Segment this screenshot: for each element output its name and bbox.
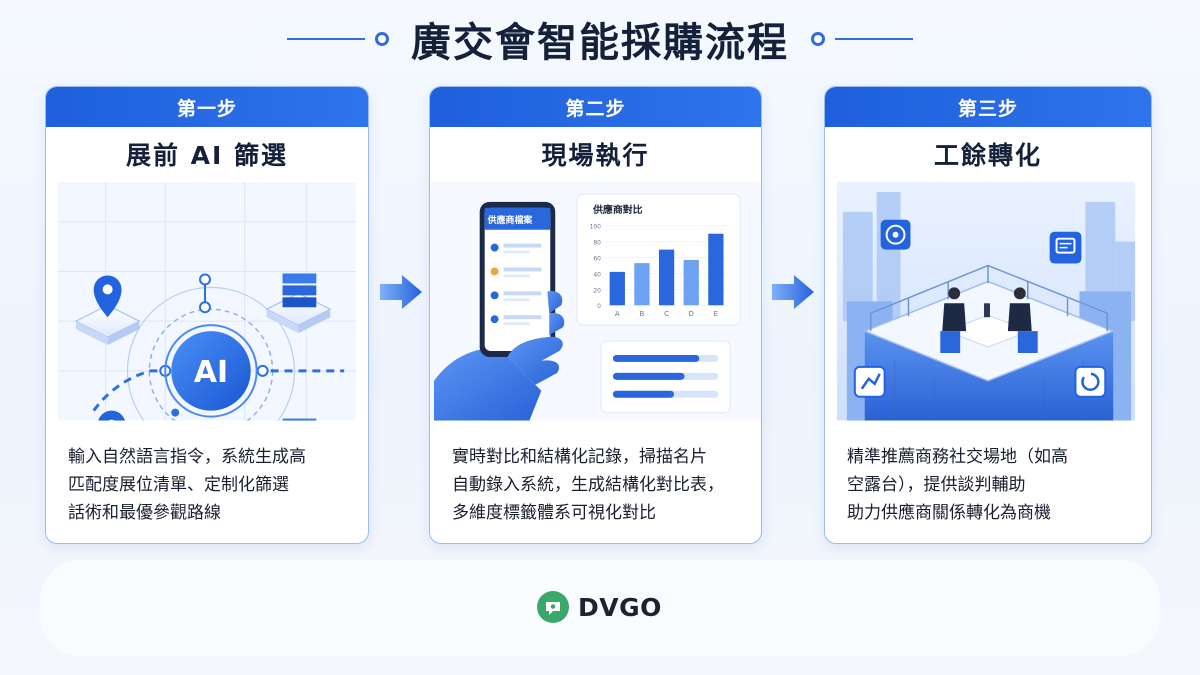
y-tick-label: 40 <box>593 271 601 278</box>
footer-band <box>40 560 1160 656</box>
progress-fill <box>612 354 700 362</box>
comparison-table-panel <box>600 340 731 414</box>
location-pin-icon <box>74 275 141 346</box>
step-title: 展前 AI 篩選 <box>125 141 289 170</box>
chart-bar <box>708 233 724 306</box>
step-description: 輸入自然語言指令，系統生成高 匹配度展位清單、定制化篩選 話術和最優參觀路線 <box>68 447 306 523</box>
step-label: 第二步 <box>430 87 761 127</box>
step-title: 工餘轉化 <box>933 141 1042 170</box>
chart-bar <box>683 259 699 306</box>
chart-bar <box>609 271 625 306</box>
phone-header: 供應商檔案 <box>487 214 534 226</box>
rooftop-meeting-illustration <box>836 182 1136 518</box>
server-stack-icon <box>265 273 332 334</box>
progress-fill <box>612 390 675 398</box>
progress-fill <box>612 372 685 380</box>
chart-title: 供應商對比 <box>592 203 643 216</box>
step-description: 實時對比和結構化記錄，掃描名片 自動錄入系統，生成結構化對比表， 多維度標籤體系… <box>452 447 724 523</box>
brand-name: DVGO <box>578 592 662 622</box>
x-tick-label: D <box>689 310 694 318</box>
step-label: 第三步 <box>825 87 1151 127</box>
ai-hub-label: AI <box>194 355 228 390</box>
supplier-comparison-chart: 供應商對比 0 20 40 60 80 100 A B C D E <box>576 193 741 326</box>
step-description: 精準推薦商務社交場地（如高 空露台），提供談判輔助 助力供應商關係轉化為商機 <box>847 447 1068 523</box>
y-tick-label: 80 <box>593 240 601 247</box>
title-right-dot <box>811 32 825 46</box>
y-tick-label: 0 <box>597 303 601 310</box>
chart-bar <box>658 249 675 306</box>
y-tick-label: 60 <box>593 256 601 263</box>
x-tick-label: E <box>714 310 718 318</box>
x-tick-label: B <box>640 310 645 318</box>
arrow-right-icon <box>380 275 422 309</box>
ai-hub-circle <box>171 331 251 411</box>
title-left-dot <box>375 32 389 46</box>
refresh-icon <box>1074 365 1107 398</box>
step-label: 第一步 <box>46 87 368 127</box>
chat-icon <box>1049 231 1082 264</box>
ai-screening-illustration: AI <box>57 182 357 518</box>
title-left-line <box>287 38 365 40</box>
y-tick-label: 100 <box>590 224 602 231</box>
chart-bar <box>634 263 650 306</box>
brand-logo[interactable]: DVGO <box>536 589 662 625</box>
target-icon <box>880 219 911 250</box>
step-card-1: 第一步 展前 AI 篩選 AI <box>45 86 369 544</box>
y-tick-label: 20 <box>593 287 601 294</box>
arrow-right-icon <box>772 275 814 309</box>
onsite-execution-illustration: 供應商檔案 供應商對比 0 20 40 60 80 100 A B C D E <box>430 182 761 518</box>
step-title: 現場執行 <box>541 141 650 170</box>
step-card-2: 第二步 現場執行 供應商檔案 供應商對比 <box>429 86 762 544</box>
businessman-right <box>1007 287 1038 353</box>
title-row: 廣交會智能採購流程 <box>0 8 1200 70</box>
phone-in-hand: 供應商檔案 <box>433 201 565 421</box>
x-tick-label: A <box>615 310 620 318</box>
page-title: 廣交會智能採購流程 <box>411 20 789 66</box>
trend-icon <box>853 365 886 398</box>
x-tick-label: C <box>664 310 669 318</box>
title-right-line <box>835 38 913 40</box>
chat-bubble-icon <box>537 591 569 623</box>
step-card-3: 第三步 工餘轉化 <box>824 86 1152 544</box>
businessman-left <box>940 287 967 353</box>
